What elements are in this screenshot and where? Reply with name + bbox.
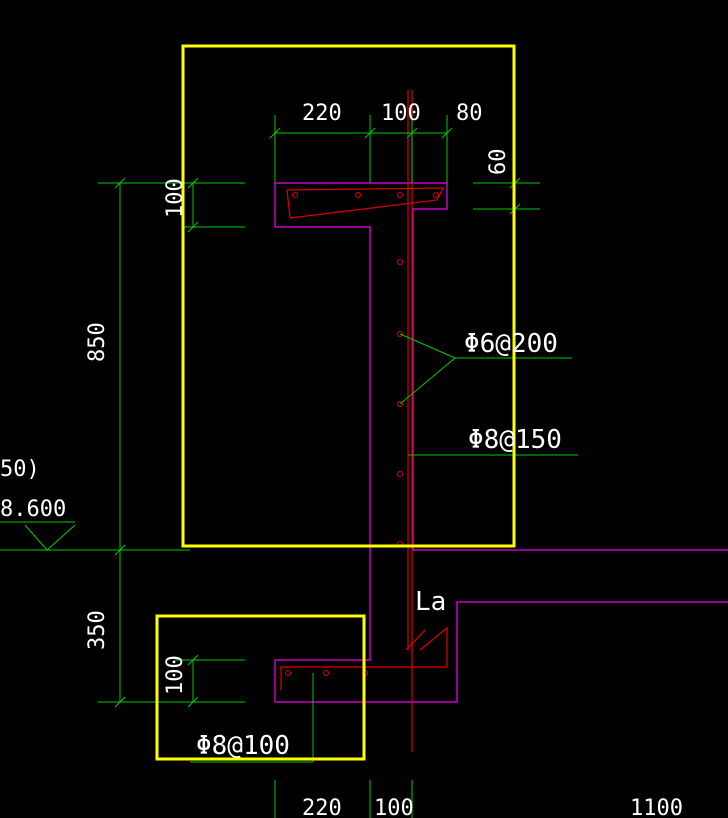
rebar-hook-1 bbox=[405, 629, 426, 651]
rebar-dot bbox=[397, 259, 403, 265]
rebar-dot bbox=[397, 401, 403, 407]
rebar-dot bbox=[397, 471, 403, 477]
dim-right-60: 60 bbox=[486, 149, 511, 176]
rebar-dot bbox=[323, 670, 329, 676]
highlight-box-upper bbox=[181, 44, 516, 548]
dim-left-850: 850 bbox=[85, 322, 110, 362]
rebar-dot bbox=[292, 192, 298, 198]
rebar-dot bbox=[397, 192, 403, 198]
label-rebar-6-200: Φ6@200 bbox=[464, 329, 558, 359]
label-rebar-8-100: Φ8@100 bbox=[196, 731, 290, 761]
dim-bottom-220: 220 bbox=[302, 796, 342, 818]
dim-bottom-100: 100 bbox=[374, 796, 414, 818]
dim-top-80: 80 bbox=[456, 101, 483, 126]
label-anchorage-la: La bbox=[415, 587, 446, 617]
cap-rebar-loop bbox=[286, 187, 444, 219]
concrete-outline bbox=[274, 182, 728, 703]
dim-left-100-top: 100 bbox=[163, 178, 188, 218]
rebar-dot bbox=[285, 670, 291, 676]
dim-bottom-1100: 1100 bbox=[630, 796, 683, 818]
parapet-inner-outline bbox=[274, 183, 728, 703]
parapet-outline bbox=[275, 182, 728, 551]
rebar-dot bbox=[355, 192, 361, 198]
dim-left-350: 350 bbox=[85, 610, 110, 650]
dim-top-220: 220 bbox=[302, 101, 342, 126]
rebar bbox=[280, 90, 448, 752]
rebar-dot bbox=[433, 192, 439, 198]
label-rebar-8-150: Φ8@150 bbox=[468, 425, 562, 455]
dim-top-100: 100 bbox=[381, 101, 421, 126]
label-elevation-partial-top: 50) bbox=[0, 457, 40, 482]
highlight-box-lower bbox=[155, 614, 366, 761]
rebar-dot bbox=[397, 331, 403, 337]
dimension-lines bbox=[0, 115, 578, 818]
rebar-hook-2 bbox=[280, 626, 448, 690]
dim-left-100-bottom: 100 bbox=[163, 655, 188, 695]
label-elevation: 8.600 bbox=[0, 497, 66, 522]
